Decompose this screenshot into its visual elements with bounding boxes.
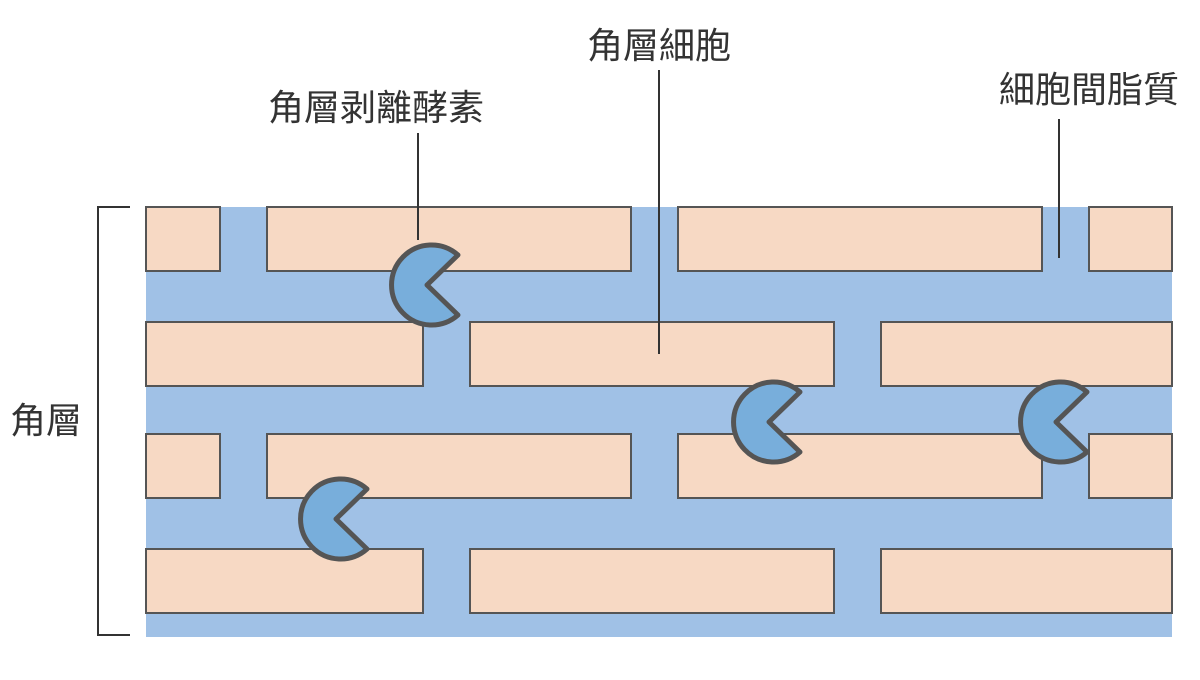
corneocyte	[469, 548, 835, 614]
enzyme-label: 角層剥離酵素	[268, 88, 484, 129]
desquamation-enzyme-icon	[298, 476, 370, 562]
corneocyte	[145, 548, 424, 614]
corneocyte	[677, 206, 1043, 272]
desquamation-enzyme-icon	[389, 242, 461, 328]
intercellular-lipid-label: 細胞間脂質	[999, 70, 1179, 111]
corneocyte	[1088, 206, 1173, 272]
stratum-corneum-label: 角層	[10, 401, 82, 442]
corneocyte	[469, 321, 835, 387]
corneocyte	[880, 321, 1173, 387]
corneocyte	[1088, 433, 1173, 499]
corneocyte	[145, 321, 424, 387]
corneocyte	[145, 206, 221, 272]
corneocyte	[145, 433, 221, 499]
corneocyte	[880, 548, 1173, 614]
stratum-corneum-bracket	[97, 206, 130, 636]
corneocyte	[677, 433, 1043, 499]
corneocyte-label: 角層細胞	[587, 26, 731, 67]
desquamation-enzyme-icon	[731, 379, 803, 465]
desquamation-enzyme-icon	[1018, 379, 1090, 465]
